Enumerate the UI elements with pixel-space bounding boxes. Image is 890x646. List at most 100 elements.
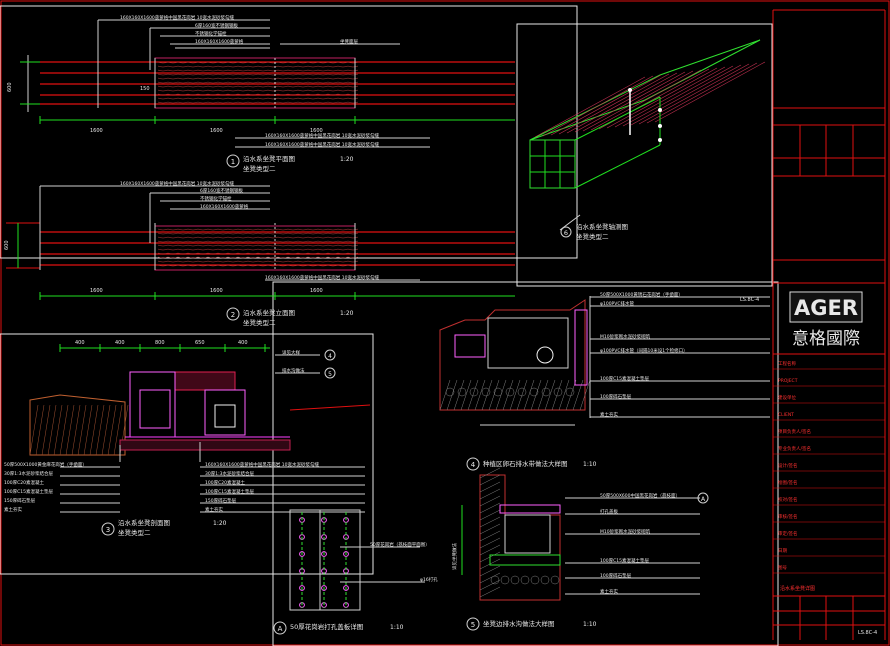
section-left-label: 素土夯实: [4, 506, 22, 513]
detail5-ref-A: A: [701, 496, 706, 503]
section-left-label: 100厚C15素混凝土垫层: [4, 488, 53, 495]
section-right-label: 100厚C15素混凝土垫层: [205, 488, 254, 495]
detail5-view-number: 5: [471, 621, 475, 629]
drill-hole-icon: [321, 551, 327, 557]
detailA-label-1: 50厚花岗岩（荔枝面平面图）: [370, 541, 430, 548]
title-block-row: 审定/签名: [778, 530, 798, 537]
plan-view-title: 沿水系坐凳平面图: [243, 154, 295, 163]
viewport-axon: [516, 23, 773, 287]
detail4-label: 素土夯实: [600, 411, 618, 418]
detail-5-view: 详见坐凳做法 50厚500X600中国黑花岗岩（荔枝面）打孔盖板M10砂浆砌水泥…: [451, 467, 709, 631]
section-dim-4: 650: [195, 340, 205, 346]
detail-A-view: 50厚花岗岩（荔枝面平面图） φ16打孔 A 50厚花岗岩打孔盖板详图 1:10: [273, 509, 438, 635]
axon-view-title: 沿水系坐凳轴测图: [576, 222, 628, 231]
plan-dim-3: 1600: [310, 128, 323, 134]
section-right-label: 100厚C20素混凝土: [205, 479, 245, 486]
title-block-row: CLIENT: [778, 412, 794, 418]
plan-dim-1: 1600: [90, 128, 103, 134]
section-right-label: 素土夯实: [205, 506, 223, 513]
plan-view-scale: 1:20: [340, 156, 354, 163]
detail4-label: M10砂浆砌水泥砂浆砌筑: [600, 333, 651, 340]
company-logo: AGER: [794, 296, 858, 320]
elev-label-4: 160X160X1600菠萝格: [200, 203, 249, 210]
title-block-row: 设计/签名: [778, 462, 798, 469]
section-left-label: 30厚1:3水泥砂浆结合层: [4, 470, 53, 477]
section-right-label: 160X160X1600菠萝格中国黑花岗岩 10宽水泥砂浆勾缝: [205, 461, 319, 468]
elev-label-5: 160X160X1600菠萝格中国黑花岗岩 10宽水泥砂浆勾缝: [265, 274, 379, 281]
title-block-row: 项目负责人/签名: [778, 428, 811, 435]
title-block-row: 日期: [778, 548, 787, 554]
plan-label-6: 160X160X1600菠萝格中国黑花岗岩 10宽水泥砂浆勾缝: [265, 141, 379, 148]
plan-label-2: 6厚160宽不锈钢钢板: [195, 22, 238, 29]
section-dim-5: 400: [238, 340, 248, 346]
section-left-label: 50厚500X1000黄金麻花岗岩（手凿面）: [4, 461, 87, 468]
detail5-label: 打孔盖板: [600, 508, 618, 515]
company-name: 意格國際: [792, 329, 860, 349]
viewport-plan-elev: [0, 5, 578, 259]
title-block-row: PROJECT: [778, 378, 798, 384]
elev-view-scale: 1:20: [340, 310, 354, 317]
elev-label-1: 160X160X1600菠萝格中国黑花岗岩 10宽水泥砂浆勾缝: [120, 180, 234, 187]
section-dim-2: 400: [115, 340, 125, 346]
plan-dim-4: 150: [140, 86, 150, 92]
elev-dim-2: 1600: [210, 288, 223, 294]
elev-label-2: 6厚160宽不锈钢钢板: [200, 187, 243, 194]
section-left-label: 100厚C20素混凝土: [4, 479, 44, 486]
plan-label-3: 不锈钢化学锚栓: [195, 30, 227, 37]
drill-hole-icon: [343, 551, 349, 557]
detail4-label: 100厚碎石垫层: [600, 393, 632, 400]
plan-view-subtitle: 坐凳类型二: [243, 164, 276, 173]
section-ref-4: 4: [328, 353, 332, 360]
elev-dim-1: 1600: [90, 288, 103, 294]
title-block: AGER 意格國際 工程名称PROJECT建设单位CLIENT项目负责人/签名专…: [772, 9, 886, 640]
elev-height-dim: 600: [4, 240, 10, 250]
detail4-view-scale: 1:10: [583, 461, 597, 468]
detail4-view-number: 4: [471, 461, 476, 469]
elev-dim-3: 1600: [310, 288, 323, 294]
plan-view-number: 1: [231, 158, 235, 166]
detail4-label: φ100PVC排水管: [600, 300, 634, 307]
section-top-label-2: 排水沟做法: [282, 367, 305, 374]
plan-label-1: 160X160X1600菠萝格中国黑花岗岩 10宽水泥砂浆勾缝: [120, 14, 234, 21]
detail4-label: 100厚C15素混凝土垫层: [600, 375, 649, 382]
axon-view-subtitle: 坐凳类型二: [576, 232, 609, 241]
title-block-row: 专业负责人/签名: [778, 445, 811, 452]
detail5-label: 50厚500X600中国黑花岗岩（荔枝面）: [600, 492, 680, 499]
section-view: 400 400 800 650 400 详见大样 排水沟做法 4 5 50厚50…: [4, 340, 371, 537]
detail4-sheet-ref: LS.8C-4: [740, 297, 759, 303]
detail4-label: φ100PVC排水管（间隔10米设1个检修口）: [600, 347, 688, 354]
elev-view-title: 沿水系坐凳立面图: [243, 308, 295, 317]
elev-label-3: 不锈钢化学锚栓: [200, 195, 232, 202]
plan-height-dim: 600: [7, 82, 13, 92]
detail4-view-title: 种植区卵石排水带做法大样图: [483, 459, 568, 468]
detailA-view-scale: 1:10: [390, 624, 404, 631]
section-dim-3: 800: [155, 340, 165, 346]
plan-label-4: 160X160X1600菠萝格: [195, 38, 244, 45]
title-block-row: 图号: [778, 565, 787, 571]
section-right-label: 150厚碎石垫层: [205, 497, 237, 504]
title-block-row: 校对/签名: [778, 496, 798, 503]
title-block-row: 审核/签名: [778, 513, 798, 520]
viewport-section: [0, 333, 374, 575]
detailA-view-number: A: [278, 625, 283, 633]
detail-4-view: 50厚500X1000黄锈石花岗岩（手凿面）φ100PVC排水管M10砂浆砌水泥…: [439, 291, 770, 471]
drill-hole-icon: [321, 585, 327, 591]
section-view-scale: 1:20: [213, 520, 227, 527]
elev-view-number: 2: [231, 311, 235, 319]
detailA-view-title: 50厚花岗岩打孔盖板详图: [290, 622, 363, 631]
plan-label-7: 坐凳面层: [340, 38, 358, 45]
detailA-label-2: φ16打孔: [420, 576, 438, 583]
detail5-view-scale: 1:10: [583, 621, 597, 628]
elevation-view: 600 1600 1600 1600 160X160X1600菠萝格中国黑花岗岩…: [4, 180, 515, 327]
sheet-number: LS.8C-4: [858, 630, 877, 636]
section-right-label: 30厚1:3水泥砂浆结合层: [205, 470, 254, 477]
viewport-details: [272, 281, 779, 646]
section-dim-1: 400: [75, 340, 85, 346]
axon-view-number: 6: [564, 229, 568, 237]
detail5-label: 100厚碎石垫层: [600, 572, 632, 579]
sheet-name: 沿水系坐凳详图: [780, 585, 815, 592]
detail5-label: 100厚C15素混凝土垫层: [600, 557, 649, 564]
section-top-label-1: 详见大样: [282, 349, 300, 356]
